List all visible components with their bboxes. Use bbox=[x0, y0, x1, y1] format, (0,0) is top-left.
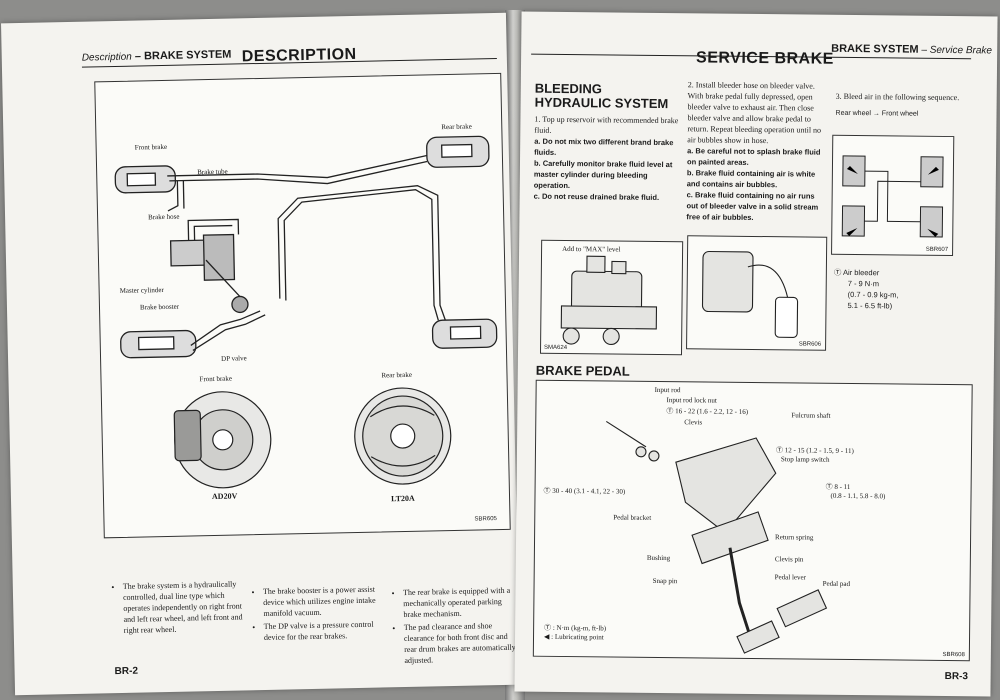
legend-lubricating: ◀ : Lubricating point bbox=[543, 632, 604, 642]
bullet-column-1: The brake system is a hydraulically cont… bbox=[113, 578, 244, 638]
bullet-item: The DP valve is a pressure control devic… bbox=[264, 618, 384, 643]
label-bushing: Bushing bbox=[646, 553, 671, 563]
label-rear-brake: Rear brake bbox=[441, 122, 472, 132]
bleed-sequence-figure: SBR607 bbox=[831, 134, 955, 257]
label-add-max: Add to "MAX" level bbox=[562, 244, 621, 254]
label-pedal-pad: Pedal pad bbox=[822, 579, 851, 588]
figure-id: SBR607 bbox=[925, 246, 949, 254]
brake-system-diagram: Front brake Brake tube Brake hose Rear b… bbox=[94, 72, 511, 539]
vehicle-outline bbox=[841, 155, 944, 238]
page-number-left: BR-2 bbox=[114, 665, 139, 678]
page-number-right: BR-3 bbox=[944, 670, 969, 683]
label-return-spring: Return spring bbox=[775, 533, 814, 542]
label-brake-hose: Brake hose bbox=[148, 212, 180, 222]
label-snap-pin: Snap pin bbox=[652, 576, 678, 586]
label-master-cylinder: Master cylinder bbox=[119, 286, 164, 295]
label-dp-valve: DP valve bbox=[221, 354, 247, 363]
page-title: SERVICE BRAKE bbox=[696, 49, 834, 68]
label-input-rod: Input rod bbox=[654, 385, 681, 395]
bleeding-title: BLEEDING HYDRAULIC SYSTEM bbox=[534, 80, 669, 112]
label-torque-4b: (0.8 - 1.1, 5.8 - 8.0) bbox=[830, 491, 886, 501]
legend-torque: Ⓣ : N·m (kg-m, ft-lb) bbox=[544, 623, 607, 633]
label-brake-booster: Brake booster bbox=[139, 302, 180, 312]
figure-id: SBR605 bbox=[474, 516, 497, 523]
bullet-item: The rear brake is equipped with a mechan… bbox=[403, 585, 516, 620]
figure-id: SMA624 bbox=[544, 344, 568, 352]
reservoir-figure: Add to "MAX" level SMA624 bbox=[539, 239, 684, 356]
bleeding-step-2: 2. Install bleeder hose on bleeder valve… bbox=[686, 80, 822, 222]
figure-id: SBR606 bbox=[798, 341, 822, 348]
label-brake-tube: Brake tube bbox=[197, 167, 228, 177]
left-header: Description – BRAKE SYSTEM bbox=[81, 48, 232, 64]
bleeder-hose-figure: SBR606 bbox=[686, 235, 828, 351]
master-cylinder-drawing bbox=[560, 255, 658, 346]
caliper-bleeder-drawing bbox=[701, 250, 799, 338]
label-rear-brake-detail: Rear brake bbox=[381, 370, 413, 380]
bullet-column-2: The brake booster is a power assist devi… bbox=[253, 583, 384, 645]
page-title: DESCRIPTION bbox=[241, 45, 357, 66]
brake-pedal-exploded-view bbox=[605, 420, 828, 654]
label-front-brake: Front brake bbox=[134, 142, 168, 152]
bullet-item: The brake booster is a power assist devi… bbox=[263, 583, 384, 619]
label-torque-4: Ⓣ 8 - 11 bbox=[825, 482, 851, 491]
brake-system-schematic bbox=[114, 135, 498, 489]
left-page: Description – BRAKE SYSTEM DESCRIPTION bbox=[1, 12, 520, 696]
bleeding-step-3: 3. Bleed air in the following sequence. … bbox=[835, 91, 965, 120]
right-page: BRAKE SYSTEM – Service Brake SERVICE BRA… bbox=[514, 11, 998, 697]
brake-pedal-figure: Input rod Input rod lock nut Ⓣ 16 - 22 (… bbox=[532, 379, 973, 662]
bullet-item: The pad clearance and shoe clearance for… bbox=[404, 620, 517, 666]
bullet-column-3: The rear brake is equipped with a mechan… bbox=[393, 585, 517, 669]
figure-id: SBR608 bbox=[942, 651, 965, 659]
bleeding-step-1: 1. Top up reservoir with recommended bra… bbox=[533, 114, 679, 202]
label-clevis: Clevis bbox=[684, 418, 703, 427]
air-bleeder-spec: Ⓣ Air bleeder 7 - 9 N·m (0.7 - 0.9 kg-m,… bbox=[833, 267, 899, 311]
label-torque-1: Ⓣ 16 - 22 (1.6 - 2.2, 12 - 16) bbox=[666, 407, 749, 416]
label-clevis-pin: Clevis pin bbox=[774, 555, 804, 564]
label-front-model: AD20V bbox=[211, 491, 238, 502]
bullet-item: The brake system is a hydraulically cont… bbox=[123, 578, 244, 636]
label-stop-lamp-switch: Stop lamp switch bbox=[780, 455, 830, 464]
label-front-brake-detail: Front brake bbox=[199, 374, 233, 384]
right-header: BRAKE SYSTEM – Service Brake bbox=[831, 42, 993, 57]
label-pedal-bracket: Pedal bracket bbox=[613, 513, 652, 522]
brake-pedal-title: BRAKE PEDAL bbox=[535, 362, 630, 379]
label-torque-3: Ⓣ 30 - 40 (3.1 - 4.1, 22 - 30) bbox=[543, 486, 626, 496]
label-pedal-lever: Pedal lever bbox=[774, 573, 807, 582]
label-rear-model: LT20A bbox=[390, 493, 415, 504]
torque-icon: Ⓣ bbox=[833, 267, 842, 277]
label-input-rod-lock-nut: Input rod lock nut bbox=[666, 396, 717, 405]
label-fulcrum-shaft: Fulcrum shaft bbox=[791, 411, 831, 420]
arrow-icon: ◀ bbox=[543, 632, 550, 641]
bleed-sequence: Rear wheel → Front wheel bbox=[835, 109, 919, 118]
